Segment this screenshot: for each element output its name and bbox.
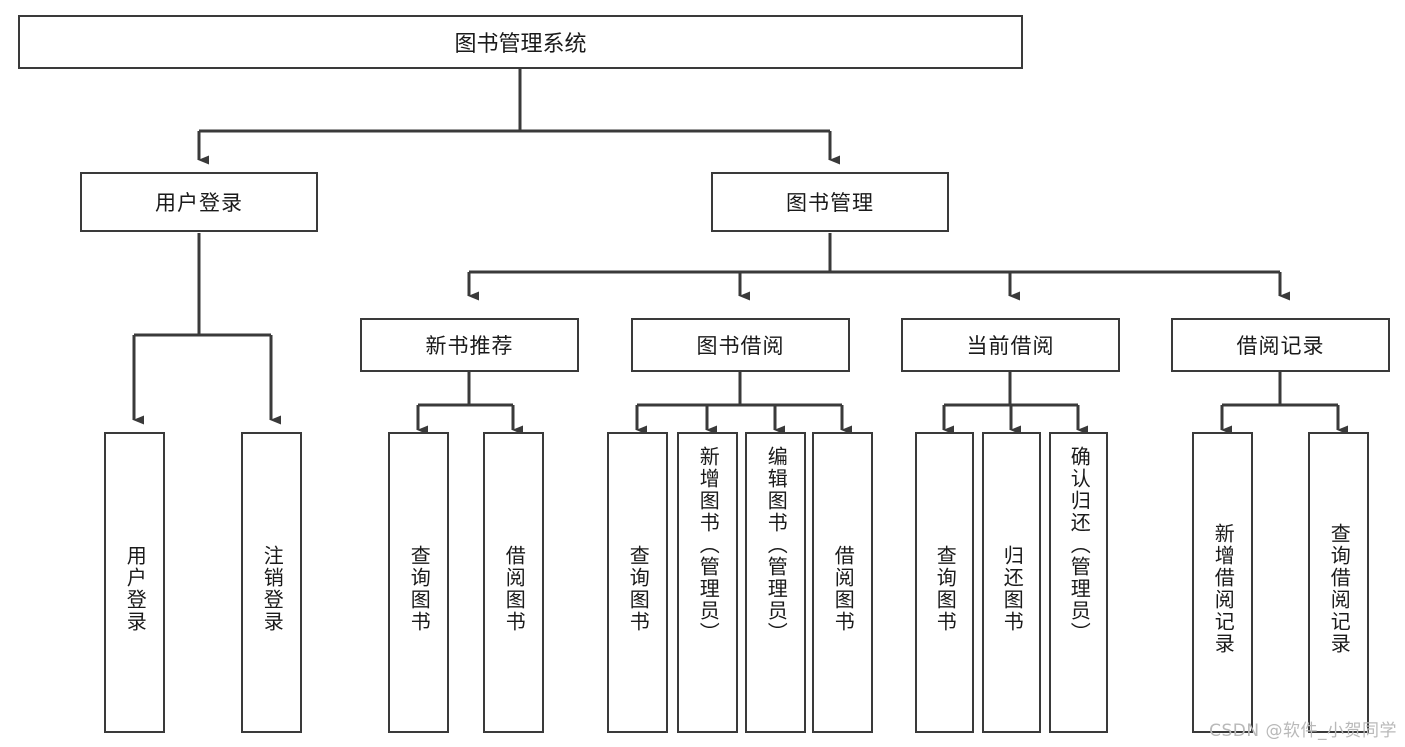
node-label: 用户登录 <box>155 191 243 215</box>
node-borrow-record[interactable]: 借阅记录 <box>1171 318 1390 372</box>
node-user-login[interactable]: 用户登录 <box>80 172 318 232</box>
node-label: 图书管理 <box>786 191 874 215</box>
leaf-user-login[interactable]: 用户登录 <box>104 432 165 733</box>
node-label: 当前借阅 <box>966 334 1055 358</box>
node-new-book-recommend[interactable]: 新书推荐 <box>360 318 579 372</box>
node-label: 新增图书（管理员） <box>696 446 721 644</box>
node-label: 编辑图书（管理员） <box>764 446 789 644</box>
node-label: 图书借阅 <box>696 334 785 358</box>
node-current-borrow[interactable]: 当前借阅 <box>901 318 1120 372</box>
node-label: 用户登录 <box>123 544 148 633</box>
node-label: 新书推荐 <box>425 334 514 358</box>
node-label: 查询借阅记录 <box>1327 522 1352 655</box>
node-label: 借阅图书 <box>502 544 527 633</box>
leaf-query-borrow-record[interactable]: 查询借阅记录 <box>1308 432 1369 733</box>
leaf-confirm-return-admin[interactable]: 确认归还（管理员） <box>1049 432 1108 733</box>
node-label: 查询图书 <box>407 544 432 633</box>
node-label: 图书管理系统 <box>454 32 587 57</box>
leaf-add-book-admin[interactable]: 新增图书（管理员） <box>677 432 738 733</box>
node-label: 新增借阅记录 <box>1211 522 1236 655</box>
node-label: 借阅记录 <box>1236 334 1325 358</box>
leaf-query-book-borrow[interactable]: 查询图书 <box>607 432 668 733</box>
node-book-borrow[interactable]: 图书借阅 <box>631 318 850 372</box>
leaf-add-borrow-record[interactable]: 新增借阅记录 <box>1192 432 1253 733</box>
node-label: 归还图书 <box>1000 544 1025 633</box>
leaf-borrow-book[interactable]: 借阅图书 <box>812 432 873 733</box>
leaf-query-book-recommend[interactable]: 查询图书 <box>388 432 449 733</box>
node-label: 借阅图书 <box>831 544 856 633</box>
node-label: 确认归还（管理员） <box>1067 446 1092 644</box>
leaf-edit-book-admin[interactable]: 编辑图书（管理员） <box>745 432 806 733</box>
node-label: 查询图书 <box>626 544 651 633</box>
node-label: 注销登录 <box>260 544 285 633</box>
node-book-management[interactable]: 图书管理 <box>711 172 949 232</box>
leaf-logout[interactable]: 注销登录 <box>241 432 302 733</box>
leaf-query-book-current[interactable]: 查询图书 <box>915 432 974 733</box>
leaf-return-book[interactable]: 归还图书 <box>982 432 1041 733</box>
node-root-book-management-system[interactable]: 图书管理系统 <box>18 15 1023 69</box>
node-label: 查询图书 <box>933 544 958 633</box>
leaf-borrow-book-recommend[interactable]: 借阅图书 <box>483 432 544 733</box>
